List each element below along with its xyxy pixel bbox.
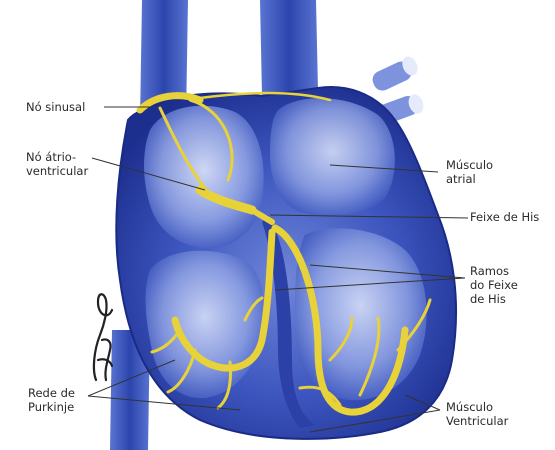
label-ramos-feixe-his: Ramos do Feixe de His xyxy=(470,264,518,306)
label-no-atrioventricular: Nó átrio- ventricular xyxy=(26,150,88,178)
left-atrium xyxy=(270,98,395,216)
aorta xyxy=(260,0,318,96)
label-musculo-atrial: Músculo atrial xyxy=(446,158,493,186)
artist-signature xyxy=(88,280,118,390)
right-atrium xyxy=(144,106,264,248)
label-no-sinusal: Nó sinusal xyxy=(26,100,85,114)
label-rede-purkinje: Rede de Purkinje xyxy=(28,386,75,414)
label-musculo-ventricular: Músculo Ventricular xyxy=(446,400,508,428)
label-feixe-de-his: Feixe de His xyxy=(470,210,539,224)
